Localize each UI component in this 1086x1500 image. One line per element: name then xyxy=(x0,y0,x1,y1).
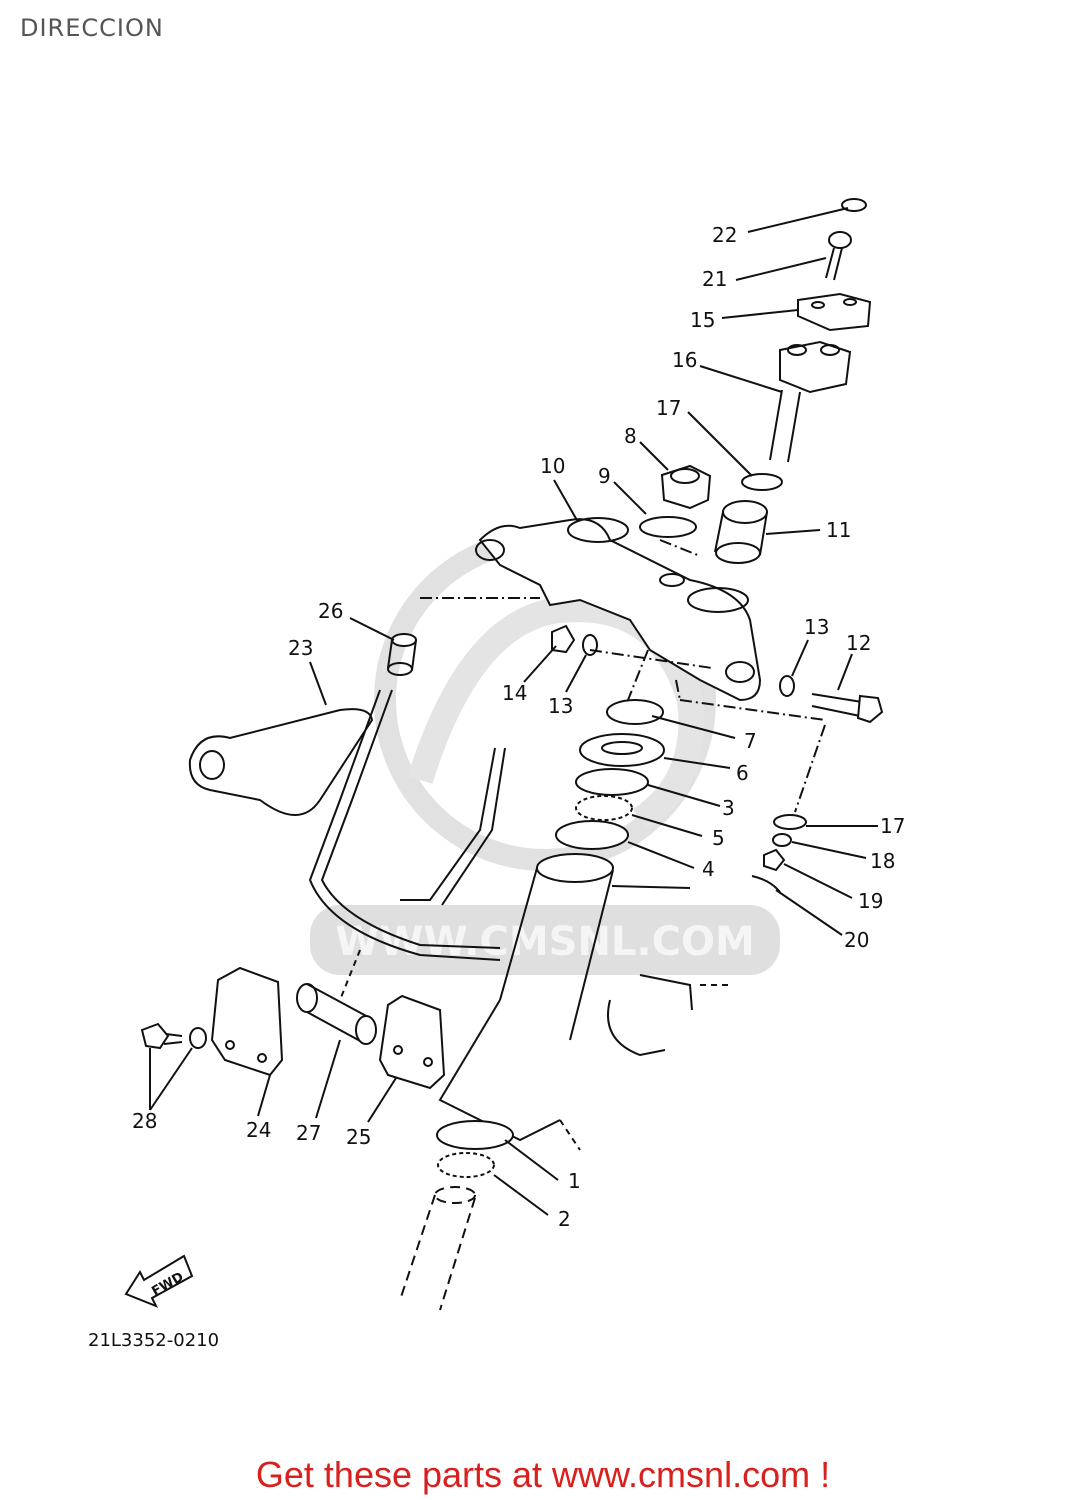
steering-column xyxy=(438,853,614,1142)
part-13-washer-right xyxy=(779,675,795,697)
callout-18: 18 xyxy=(870,849,895,873)
part-11-damper xyxy=(714,500,768,564)
callout-25: 25 xyxy=(346,1125,371,1149)
part-17-washer xyxy=(741,473,783,491)
callout-12: 12 xyxy=(846,631,871,655)
callout-4: 4 xyxy=(702,857,715,881)
callout-28: 28 xyxy=(132,1109,157,1133)
callout-27: 27 xyxy=(296,1121,321,1145)
part-12-bolt xyxy=(811,693,884,724)
watermark-text: WWW.CMSNL.COM xyxy=(335,919,755,965)
callout-15: 15 xyxy=(690,308,715,332)
callout-8: 8 xyxy=(624,424,637,448)
diagram-code: 21L3352-0210 xyxy=(88,1330,220,1351)
part-1-race xyxy=(436,1120,514,1150)
callout-6: 6 xyxy=(736,761,749,785)
callout-23: 23 xyxy=(288,636,313,660)
callout-11: 11 xyxy=(826,518,851,542)
callout-22: 22 xyxy=(712,223,737,247)
callout-5: 5 xyxy=(712,826,725,850)
callout-labels: 1 2 3 4 5 6 7 8 9 10 11 12 13 13 14 15 1… xyxy=(132,223,905,1231)
part-20-pin xyxy=(751,875,781,893)
callout-3: 3 xyxy=(722,796,735,820)
pipe-frame xyxy=(308,689,501,961)
callout-17-lower: 17 xyxy=(880,814,905,838)
part-8-nut xyxy=(660,464,712,510)
callout-9: 9 xyxy=(598,464,611,488)
callout-21: 21 xyxy=(702,267,727,291)
part-19-nut xyxy=(763,848,786,872)
callout-13-right: 13 xyxy=(804,615,829,639)
part-14-nut xyxy=(551,624,576,654)
callout-7: 7 xyxy=(744,729,757,753)
part-4-race xyxy=(555,820,629,850)
fwd-arrow-icon: FWD xyxy=(124,1254,194,1308)
part-28-washer xyxy=(189,1027,207,1049)
callout-17-upper: 17 xyxy=(656,396,681,420)
part-15-holder xyxy=(797,292,872,332)
part-5-balls xyxy=(575,795,633,821)
callout-24: 24 xyxy=(246,1118,271,1142)
callout-16: 16 xyxy=(672,348,697,372)
drawing-lines xyxy=(140,198,884,1311)
part-6-cover xyxy=(579,733,665,767)
part-17-washer-lower xyxy=(773,814,807,830)
callout-10: 10 xyxy=(540,454,565,478)
callout-14: 14 xyxy=(502,681,527,705)
part-3-race xyxy=(575,768,649,796)
part-21-bolt xyxy=(825,231,852,281)
part-27-collar xyxy=(296,983,377,1045)
part-7-ringnut xyxy=(606,699,664,725)
part-13-washer-left xyxy=(582,634,598,656)
callout-19: 19 xyxy=(858,889,883,913)
part-18-washer xyxy=(772,833,792,847)
part-24-plate xyxy=(210,966,284,1077)
callout-20: 20 xyxy=(844,928,869,952)
footer-link[interactable]: Get these parts at www.cmsnl.com ! xyxy=(255,1454,831,1495)
callout-2: 2 xyxy=(558,1207,571,1231)
part-25-plate xyxy=(378,994,446,1090)
part-16-holder xyxy=(769,340,852,463)
part-2-balls xyxy=(437,1152,495,1178)
page-title: DIRECCION xyxy=(20,14,164,42)
part-23-arm xyxy=(188,708,374,816)
lower-tube xyxy=(399,1186,476,1311)
part-9-washer xyxy=(639,516,697,538)
callout-26: 26 xyxy=(318,599,343,623)
callout-1: 1 xyxy=(568,1169,581,1193)
part-28-bolt xyxy=(140,1022,170,1050)
callout-13-left: 13 xyxy=(548,694,573,718)
